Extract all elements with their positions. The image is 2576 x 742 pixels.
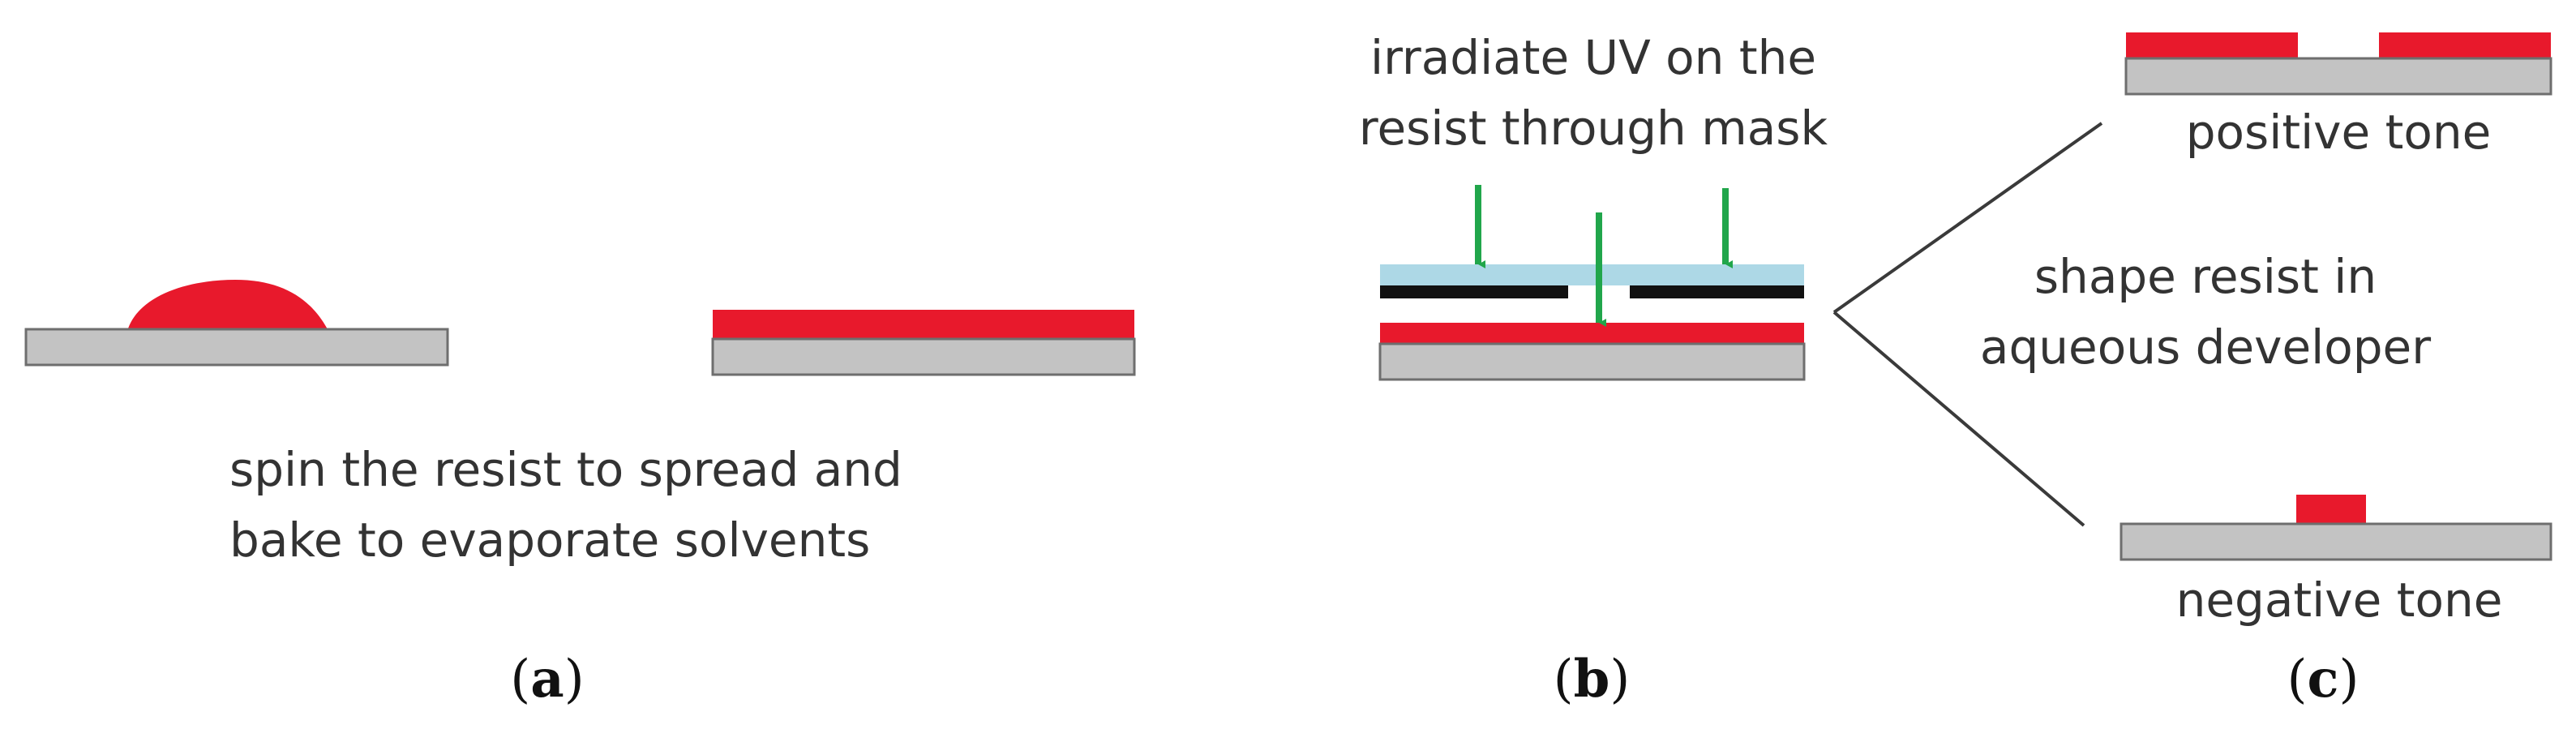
resist-droplet — [127, 280, 328, 331]
development-step-line1: shape resist in — [2034, 249, 2377, 304]
panel-a-caption: spin the resist to spread and bake to ev… — [229, 435, 902, 576]
wafer-substrate — [2120, 522, 2552, 561]
panel-b-caption-line1: irradiate UV on the — [1369, 30, 1817, 85]
development-step-caption: shape resist in aqueous developer — [1970, 242, 2441, 383]
panel-a-letter: a — [530, 649, 564, 710]
mask-glass-plate — [1380, 264, 1804, 285]
resist-layer — [1380, 323, 1804, 344]
resist-layer — [713, 310, 1134, 339]
mask-chrome-left — [1380, 285, 1568, 298]
panel-c-letter: c — [2307, 649, 2339, 710]
panel-b-caption: irradiate UV on the resist through mask — [1330, 23, 1857, 164]
panel-b-exposure-stage — [1378, 185, 1806, 381]
positive-tone-label: positive tone — [2185, 105, 2492, 160]
panel-b-label: (b) — [1553, 649, 1631, 710]
development-branch-lines — [1832, 122, 2103, 527]
branch-line-negative — [1832, 311, 2085, 527]
branch-line-positive — [1832, 122, 2103, 314]
wafer-substrate — [1378, 342, 1806, 381]
panel-a-spread-stage — [711, 310, 1136, 376]
panel-a-droplet-stage — [24, 280, 449, 367]
panel-b-letter: b — [1573, 649, 1610, 710]
positive-tone-result — [2124, 32, 2552, 96]
panel-a-caption-line1: spin the resist to spread and — [229, 442, 902, 497]
wafer-substrate — [711, 337, 1136, 376]
negative-tone-label: negative tone — [2175, 573, 2503, 628]
resist-block-left — [2126, 32, 2298, 58]
panel-a-label: (a) — [510, 649, 585, 710]
wafer-substrate — [2124, 57, 2552, 96]
panel-b-caption-line2: resist through mask — [1358, 101, 1828, 156]
mask-chrome-right — [1630, 285, 1804, 298]
panel-a-caption-line2: bake to evaporate solvents — [229, 513, 871, 568]
resist-block-right — [2379, 32, 2551, 58]
wafer-substrate — [24, 328, 449, 367]
panel-c-label: (c) — [2287, 649, 2360, 710]
negative-tone-result — [2120, 495, 2552, 561]
development-step-line2: aqueous developer — [1979, 320, 2432, 375]
resist-block-center — [2296, 495, 2366, 524]
